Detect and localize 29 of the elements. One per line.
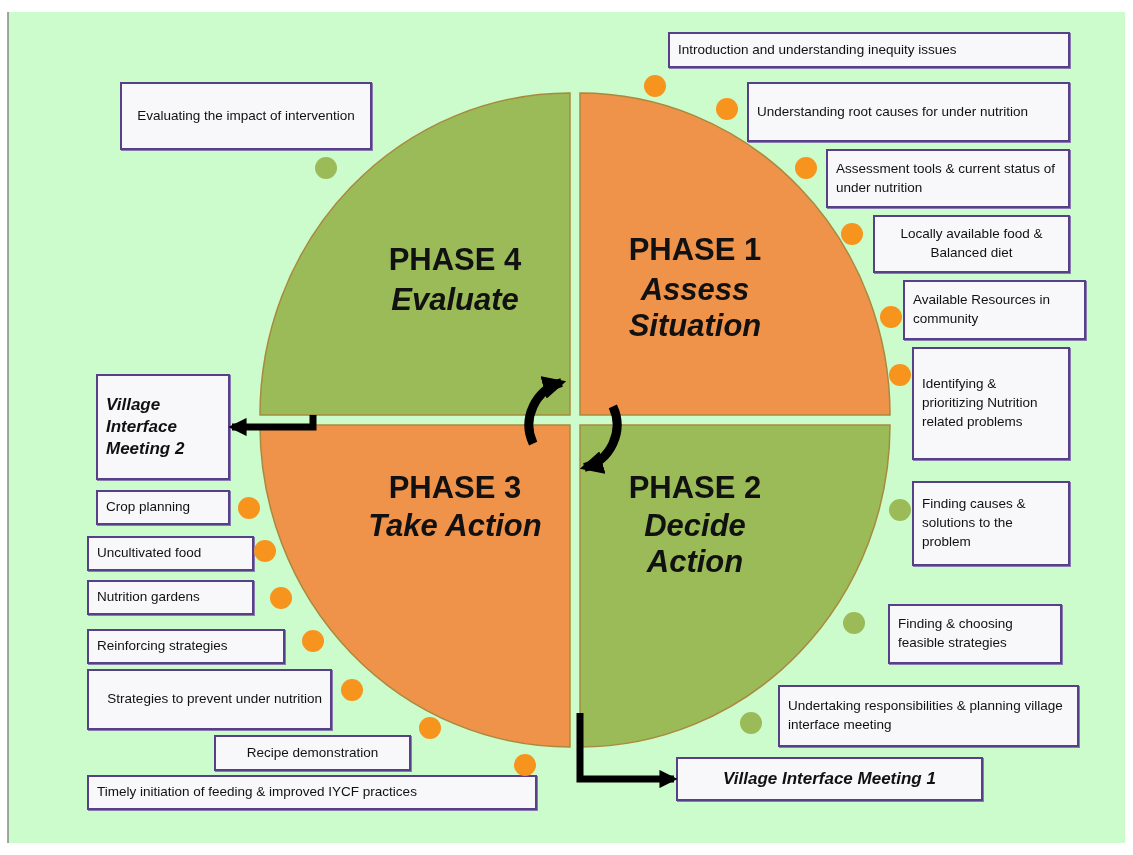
activity-label: Finding causes & solutions to the problem	[912, 481, 1070, 566]
activity-label: Recipe demonstration	[214, 735, 411, 771]
arrow	[228, 415, 317, 437]
meeting-label: Village Interface Meeting 2	[96, 374, 230, 480]
activity-label: Available Resources in community	[903, 280, 1086, 340]
activity-label: Assessment tools & current status of under nutrition	[826, 149, 1070, 208]
activity-label: Crop planning	[96, 490, 230, 525]
activity-label: Nutrition gardens	[87, 580, 254, 615]
activity-label: Undertaking responsibilities & planning village interface meeting	[778, 685, 1079, 747]
activity-label: Strategies to prevent under nutrition	[87, 669, 332, 730]
activity-label: Identifying & prioritizing Nutrition related problems	[912, 347, 1070, 460]
phase-heading: PHASE 1	[627, 232, 763, 268]
activity-label: Uncultivated food	[87, 536, 254, 571]
activity-label: Evaluating the impact of intervention	[120, 82, 372, 150]
phase-heading: PHASE 2	[627, 470, 763, 506]
activity-label: Finding & choosing feasible strategies	[888, 604, 1062, 664]
phase-name: Decide Action	[643, 508, 747, 580]
activity-label: Locally available food & Balanced diet	[873, 215, 1070, 273]
phase-name: Take Action	[367, 508, 543, 544]
phase-name: Evaluate	[390, 282, 520, 318]
activity-label: Reinforcing strategies	[87, 629, 285, 664]
phase-heading: PHASE 3	[387, 470, 523, 506]
phase-name: Assess Situation	[627, 272, 763, 344]
activity-label: Introduction and understanding inequity issues	[668, 32, 1070, 68]
arrow	[576, 713, 678, 789]
meeting-label: Village Interface Meeting 1	[676, 757, 983, 801]
activity-label: Understanding root causes for under nutrition	[747, 82, 1070, 142]
phase-heading: PHASE 4	[387, 242, 523, 278]
activity-label: Timely initiation of feeding & improved IYCF practices	[87, 775, 537, 810]
